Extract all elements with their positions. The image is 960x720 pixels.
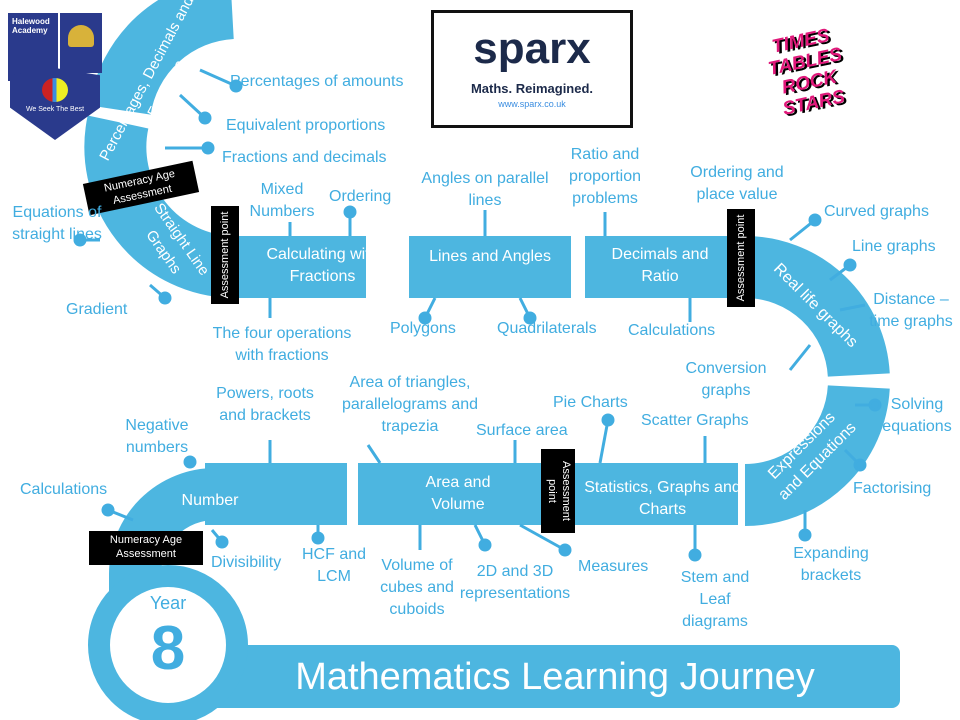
topic: Distance – time graphs — [869, 291, 953, 330]
topic: Conversion graphs — [685, 360, 767, 399]
topic: Surface area — [476, 422, 568, 439]
sparx-wordmark: sparx — [473, 24, 591, 73]
topic: Mixed Numbers — [249, 181, 315, 220]
beehive-icon — [68, 25, 94, 47]
band-number — [205, 463, 347, 525]
unit-number: Number — [181, 492, 239, 509]
year-label: Year — [149, 593, 187, 613]
topic: Negative numbers — [125, 417, 189, 456]
tree-icon — [42, 78, 68, 102]
band-calc-fractions — [230, 236, 366, 298]
topic: Stem and Leaf diagrams — [680, 569, 750, 630]
topic: Fractions and decimals — [222, 149, 387, 166]
topic: Gradient — [66, 301, 128, 318]
topic: Ordering — [329, 188, 392, 205]
school-name: Halewood Academy — [12, 17, 50, 35]
sparx-tagline: Maths. Reimagined. — [470, 81, 594, 96]
topic: Line graphs — [852, 238, 936, 255]
assessment-point-3: Assessment point — [541, 449, 575, 533]
topic: Scatter Graphs — [641, 412, 749, 429]
unit-decimals-ratio: Decimals and Ratio — [611, 246, 709, 285]
school-crest-right — [60, 13, 102, 73]
sparx-logo: sparx Maths. Reimagined. www.sparx.co.uk — [431, 10, 633, 128]
arc-straight-line — [84, 115, 234, 298]
topic: Curved graphs — [824, 203, 929, 220]
ttrs-logo: TIMES TABLES ROCK STARS — [745, 20, 875, 150]
topic: Powers, roots and brackets — [216, 385, 314, 424]
topic: Solving equations — [882, 396, 952, 435]
unit-area-volume: Area and Volume — [425, 474, 491, 513]
topic: Quadrilaterals — [497, 320, 597, 337]
topic: Equivalent proportions — [226, 117, 386, 134]
topic: Pie Charts — [553, 394, 628, 411]
topic: Volume of cubes and cuboids — [380, 557, 454, 618]
topic: The four operations with fractions — [212, 325, 352, 364]
topic: Polygons — [390, 320, 456, 337]
year-number: 8 — [150, 614, 186, 683]
numeracy-age-marker-bottom: Numeracy Age Assessment — [89, 531, 203, 565]
arc-real-life — [743, 236, 890, 378]
topic: Measures — [578, 558, 649, 575]
topic: Calculations — [628, 322, 716, 339]
topic: Divisibility — [211, 554, 282, 571]
sparx-url: www.sparx.co.uk — [498, 99, 566, 109]
band-area-volume — [358, 463, 540, 525]
topic: Expanding brackets — [793, 545, 869, 584]
unit-calc-fractions: Calculating with Fractions — [266, 246, 379, 285]
topic: HCF and LCM — [301, 546, 367, 585]
arc-expressions — [743, 384, 890, 526]
topic: Factorising — [853, 480, 932, 497]
topic: Ratio and proportion problems — [568, 146, 642, 207]
topic: Ordering and place value — [690, 164, 784, 203]
page-title: Mathematics Learning Journey — [295, 656, 815, 698]
arc-percentages — [89, 0, 235, 116]
year-circle — [88, 565, 248, 720]
band-lines-angles — [409, 236, 571, 298]
topic: 2D and 3D representations — [459, 563, 571, 602]
band-title — [168, 645, 900, 708]
topic: Percentages of amounts — [230, 73, 404, 90]
school-motto: We Seek The Best — [25, 106, 85, 113]
assessment-point-1: Assessment point — [211, 206, 239, 304]
topic: Equations of straight lines — [12, 204, 102, 243]
unit-statistics: Statistics, Graphs and Charts — [584, 479, 741, 518]
topic: Calculations — [20, 481, 108, 498]
band-decimals-ratio — [585, 236, 747, 298]
unit-lines-angles: Lines and Angles — [429, 248, 551, 265]
topic: Angles on parallel lines — [421, 170, 549, 209]
topic: Area of triangles, parallelograms and tr… — [341, 374, 479, 435]
assessment-point-2: Assessment point — [727, 209, 755, 307]
